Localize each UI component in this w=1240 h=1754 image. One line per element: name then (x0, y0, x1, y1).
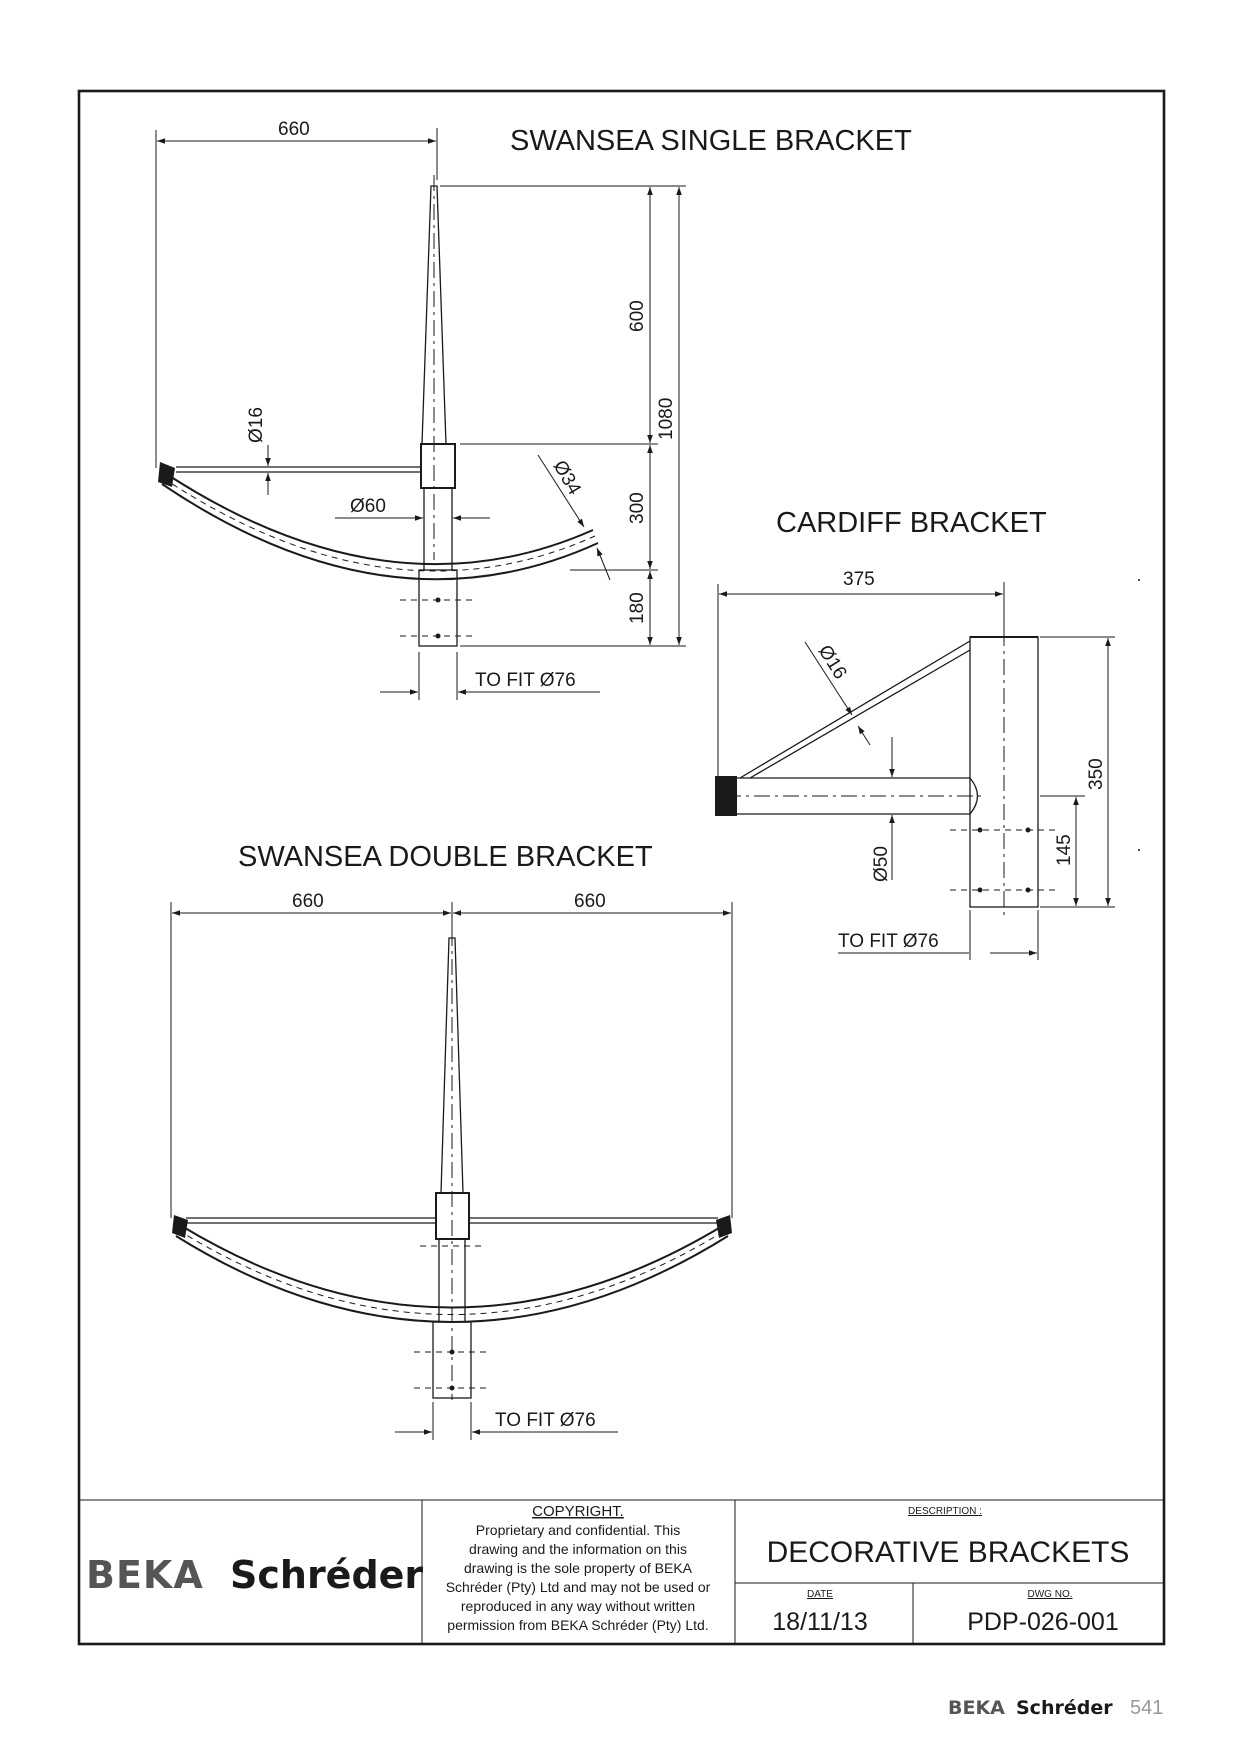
dwg-no-value: PDP-026-001 (967, 1608, 1118, 1636)
beka-schreder-logo: BEKA Schréder (86, 1553, 423, 1597)
dim-left-660: 660 (292, 891, 324, 912)
dim-width-375: 375 (843, 569, 875, 590)
swansea-single-bracket-drawing: SWANSEA SINGLE BRACKET 660 Ø16 (155, 119, 912, 700)
cardiff-title: CARDIFF BRACKET (776, 507, 1047, 539)
description-value: DECORATIVE BRACKETS (767, 1536, 1130, 1569)
description-label: DESCRIPTION : (908, 1506, 982, 1517)
dim-h600: 600 (627, 300, 648, 332)
dim-d16: Ø16 (246, 407, 267, 443)
copyright-line-2: drawing and the information on this (469, 1541, 687, 1557)
dim-width-660: 660 (278, 119, 310, 140)
copyright-line-3: drawing is the sole property of BEKA (464, 1560, 693, 1576)
copyright-line-5: reproduced in any way without written (461, 1598, 695, 1614)
dwg-no-label: DWG NO. (1028, 1589, 1073, 1600)
svg-text:BEKA: BEKA (86, 1553, 204, 1597)
dim-fit-76: TO FIT Ø76 (475, 670, 576, 691)
date-value: 18/11/13 (772, 1608, 867, 1636)
dim-cardiff-d16: Ø16 (814, 642, 851, 684)
swansea-double-title: SWANSEA DOUBLE BRACKET (238, 841, 653, 873)
dim-double-fit-76: TO FIT Ø76 (495, 1410, 596, 1431)
dim-right-660: 660 (574, 891, 606, 912)
dim-h180: 180 (627, 592, 648, 624)
copyright-heading: COPYRIGHT. (532, 1503, 624, 1520)
title-block: BEKA Schréder COPYRIGHT. Proprietary and… (79, 1499, 1164, 1644)
footer-logo: BEKA Schréder (948, 1697, 1113, 1719)
copyright-line-4: Schréder (Pty) Ltd and may not be used o… (446, 1579, 711, 1595)
dim-d50: Ø50 (871, 846, 892, 882)
dim-cardiff-fit-76: TO FIT Ø76 (838, 931, 939, 952)
drawing-frame (77, 89, 1166, 1646)
page-number: 541 (1130, 1697, 1163, 1719)
svg-text:Schréder: Schréder (1016, 1697, 1113, 1719)
dim-h300: 300 (627, 492, 648, 524)
swansea-double-bracket-drawing: SWANSEA DOUBLE BRACKET 660 660 (170, 841, 733, 1440)
copyright-line-6: permission from BEKA Schréder (Pty) Ltd. (447, 1617, 708, 1633)
dim-d34: Ø34 (549, 457, 585, 499)
dim-h1080: 1080 (656, 398, 677, 440)
swansea-single-title: SWANSEA SINGLE BRACKET (510, 125, 912, 157)
svg-text:BEKA: BEKA (948, 1697, 1005, 1719)
dim-h350: 350 (1086, 758, 1107, 790)
dim-h145: 145 (1054, 834, 1075, 866)
page-footer: BEKA Schréder 541 (948, 1697, 1163, 1719)
date-label: DATE (807, 1589, 833, 1600)
svg-text:Schréder: Schréder (230, 1553, 423, 1597)
dim-d60: Ø60 (350, 496, 386, 517)
copyright-line-1: Proprietary and confidential. This (476, 1522, 680, 1538)
cardiff-bracket-drawing: CARDIFF BRACKET 375 Ø16 Ø50 (715, 507, 1140, 960)
